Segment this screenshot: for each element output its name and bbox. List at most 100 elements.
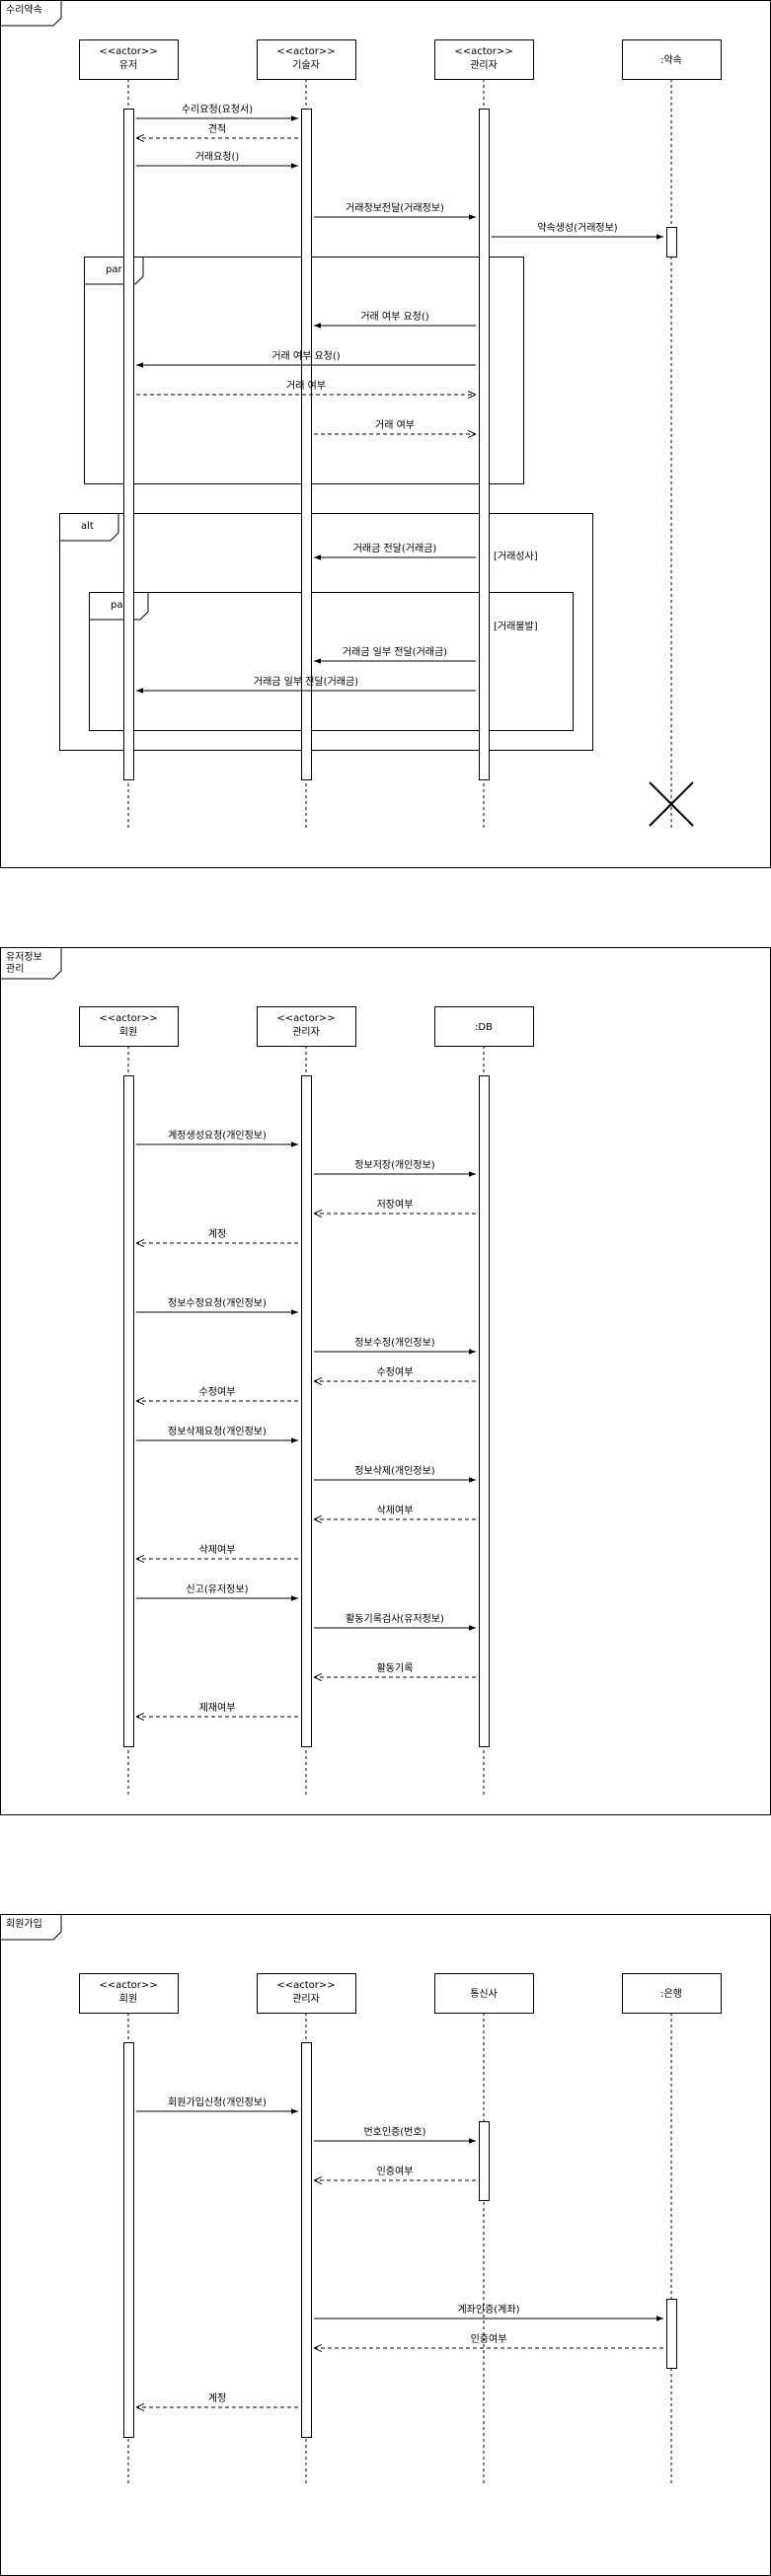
message-label: 거래 여부 요청() (360, 311, 428, 323)
participant-name: 기술자 (292, 59, 320, 71)
message-label: 수정여부 (199, 1386, 236, 1398)
participant-stereotype: <<actor>> (454, 46, 512, 57)
participant-name: :은행 (660, 1988, 682, 2000)
message-label: 거래 여부 (375, 419, 415, 431)
message-label: 정보저장(개인정보) (354, 1159, 435, 1171)
diagram-frame-contract: 수리약속paraltpar<<actor>>유저<<actor>>기술자<<ac… (0, 0, 771, 868)
message-label: 인증여부 (471, 2333, 507, 2345)
message-5: 정보수정요청(개인정보) (136, 1297, 298, 1315)
message-label: 저장여부 (377, 1199, 414, 1211)
message-5: 약속생성(거래정보) (492, 222, 663, 240)
participant-box (434, 1006, 534, 1047)
message-2: 번호인증(번호) (314, 2126, 476, 2144)
activation-bar (123, 1075, 134, 1747)
message-label: 정보삭제(개인정보) (354, 1465, 435, 1477)
message-8: 수정여부 (136, 1386, 298, 1401)
fragment-keyword: alt (81, 521, 94, 532)
activation-bar (301, 2042, 312, 2438)
message-label: 정보삭제요청(개인정보) (168, 1426, 267, 1437)
message-12: 거래금 일부 전달(거래금) (136, 676, 476, 694)
participant-box (434, 1973, 534, 2014)
activation-bar (479, 1075, 490, 1747)
participant-name: 회원 (119, 1026, 137, 1038)
message-label: 삭제여부 (199, 1544, 236, 1556)
message-label: 거래 여부 요청() (271, 350, 340, 362)
message-label: 거래요청() (195, 151, 240, 163)
participant-box (79, 1006, 179, 1047)
message-1: 회원가입신청(개인정보) (136, 2096, 298, 2114)
message-16: 제재여부 (136, 1702, 298, 1717)
message-1: 계정생성요청(개인정보) (136, 1130, 298, 1147)
participant-stereotype: <<actor>> (99, 1013, 157, 1024)
message-8: 거래 여부 (136, 380, 476, 395)
guard-condition: [거래성사] (494, 551, 538, 562)
activation-bar (123, 2042, 134, 2438)
message-label: 정보수정(개인정보) (354, 1337, 435, 1349)
participant-4: :약속 (622, 39, 722, 829)
participant-stereotype: <<actor>> (276, 1013, 335, 1024)
message-label: 수정여부 (377, 1366, 414, 1378)
participant-box (257, 1006, 356, 1047)
participant-box (622, 1973, 722, 2014)
message-label: 수리요청(요청서) (182, 104, 253, 115)
message-6: 거래 여부 요청() (314, 311, 476, 329)
message-6: 계정 (136, 2392, 298, 2407)
participant-name: :DB (475, 1022, 493, 1033)
message-12: 삭제여부 (136, 1544, 298, 1559)
message-label: 약속생성(거래정보) (537, 222, 618, 234)
message-3: 인증여부 (314, 2166, 476, 2180)
message-4: 계정 (136, 1228, 298, 1243)
message-6: 정보수정(개인정보) (314, 1337, 476, 1355)
participant-name: 관리자 (292, 1993, 320, 2005)
message-label: 활동기록 (377, 1661, 414, 1674)
message-11: 거래금 일부 전달(거래금) (314, 646, 476, 664)
message-label: 제재여부 (199, 1702, 236, 1714)
participant-box (434, 39, 534, 80)
activation-bar (479, 109, 490, 780)
message-label: 계정 (208, 2392, 226, 2404)
frame-title-tab (0, 1914, 62, 1941)
message-11: 삭제여부 (314, 1505, 476, 1519)
activation-bar (301, 1075, 312, 1747)
fragment-alt: alt (59, 513, 593, 751)
message-label: 정보수정요청(개인정보) (168, 1297, 267, 1309)
participant-name: 회원 (119, 1993, 137, 2005)
participant-name: 유저 (119, 59, 137, 71)
message-5: 인증여부 (314, 2333, 663, 2348)
message-3: 저장여부 (314, 1199, 476, 1214)
message-2: 견적 (136, 123, 298, 138)
message-label: 번호인증(번호) (363, 2126, 425, 2138)
participant-name: 관리자 (470, 59, 498, 71)
message-label: 거래정보전달(거래정보) (346, 202, 444, 214)
destroy-marker (649, 781, 694, 827)
message-label: 회원가입신청(개인정보) (168, 2096, 267, 2108)
message-label: 계정생성요청(개인정보) (168, 1130, 267, 1141)
fragment-keyword: par (106, 264, 122, 275)
participant-4: :은행 (622, 1973, 722, 2486)
message-10: 정보삭제(개인정보) (314, 1465, 476, 1483)
participant-stereotype: <<actor>> (99, 1980, 157, 1991)
frame-title-tab (0, 0, 62, 27)
message-label: 견적 (208, 123, 226, 135)
message-7: 수정여부 (314, 1366, 476, 1381)
participant-stereotype: <<actor>> (276, 1980, 335, 1991)
message-label: 계좌인증(계좌) (457, 2304, 519, 2316)
message-label: 활동기록검사(유저정보) (346, 1612, 444, 1625)
message-label: 신고(유저정보) (186, 1583, 248, 1595)
message-2: 정보저장(개인정보) (314, 1159, 476, 1177)
participant-name: 통신사 (470, 1988, 498, 2000)
message-label: 계정 (208, 1228, 226, 1240)
message-3: 거래요청() (136, 151, 298, 169)
participant-stereotype: <<actor>> (99, 46, 157, 57)
activation-bar (666, 227, 677, 258)
participant-box (79, 1973, 179, 2014)
participant-name: 관리자 (292, 1026, 320, 1038)
activation-bar (479, 2121, 490, 2201)
message-13: 신고(유저정보) (136, 1583, 298, 1601)
message-label: 거래금 일부 전달(거래금) (343, 646, 447, 658)
activation-bar (666, 2299, 677, 2369)
message-label: 인증여부 (377, 2166, 414, 2177)
